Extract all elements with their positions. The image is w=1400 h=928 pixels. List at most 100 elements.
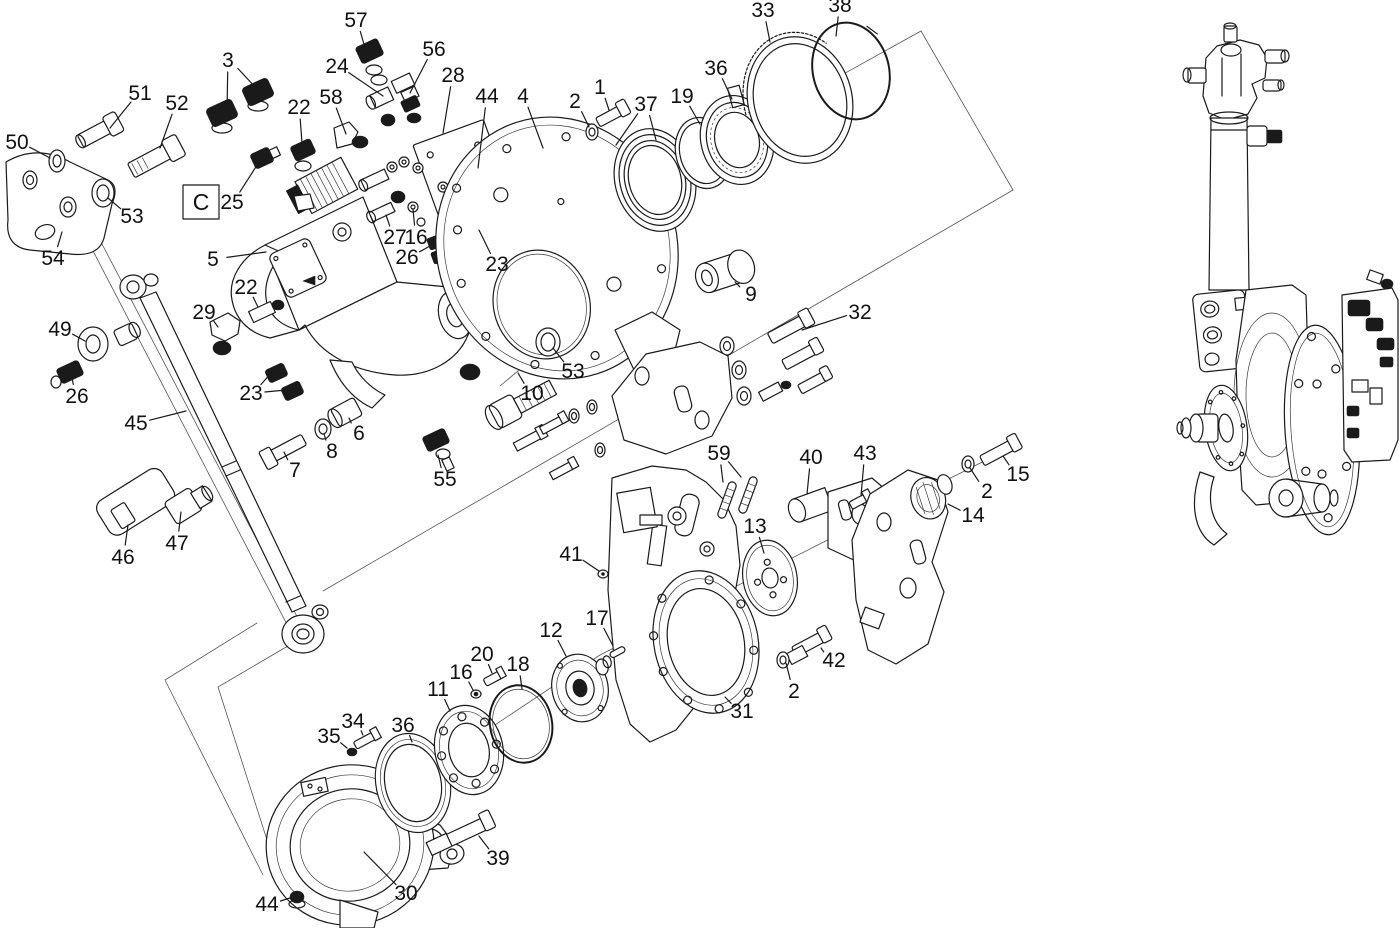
callout-label: 43 <box>853 442 876 465</box>
callout-label: 16 <box>449 661 472 684</box>
elbow-part29 <box>209 312 241 342</box>
callout-label: 40 <box>799 446 822 469</box>
hub-cap-part12 <box>551 653 612 723</box>
callout-label: 37 <box>634 93 657 116</box>
callout-label: 47 <box>165 532 188 555</box>
bolt-part15 <box>979 432 1023 466</box>
callout-label: 57 <box>344 9 367 32</box>
cylinder-body <box>1208 117 1250 291</box>
callout-leader <box>721 78 733 100</box>
socket-bolt-part10 <box>484 379 558 430</box>
coupling-part47 <box>164 485 214 525</box>
left-fittings <box>50 299 304 401</box>
support-bracket-upper <box>611 341 733 455</box>
hook-arm <box>1193 471 1228 546</box>
nut-part41 <box>597 569 609 579</box>
callout-leader <box>323 433 327 441</box>
bolt-part34 <box>353 726 382 750</box>
callout-label: 17 <box>585 607 608 630</box>
callout-label: 51 <box>128 82 151 105</box>
callout-leader <box>688 105 701 125</box>
callout-label: 55 <box>433 468 456 491</box>
callout-leader <box>124 524 129 546</box>
oval-flange <box>1283 324 1361 536</box>
bolt-part52 <box>127 134 186 178</box>
washer-part2b <box>961 455 975 473</box>
callout-leader <box>109 101 132 129</box>
callout-leader <box>478 835 490 850</box>
callout-leader <box>437 454 442 469</box>
callout-label: 8 <box>326 440 338 463</box>
callout-label: 2 <box>788 680 800 703</box>
callout-label: 25 <box>220 191 243 214</box>
section-box: C <box>182 184 220 220</box>
callout-leader <box>820 647 825 653</box>
bolt-part51 <box>75 111 125 149</box>
washer-part35 <box>346 747 358 757</box>
plug-part26b <box>56 360 84 384</box>
callout-label: 33 <box>751 0 774 22</box>
callout-label: 53 <box>120 205 143 228</box>
callout-leader <box>724 696 732 705</box>
callout-leader <box>359 30 366 49</box>
bushing-part49 <box>77 326 109 362</box>
callout-label: 50 <box>5 131 28 154</box>
callout-label: 5 <box>207 248 219 271</box>
sensor-part46 <box>96 467 176 536</box>
callout-label: 12 <box>539 619 562 642</box>
callout-label: 3 <box>222 49 234 72</box>
callout-leader <box>419 245 431 253</box>
callout-label: 9 <box>745 283 757 306</box>
callout-label: 23 <box>239 382 262 405</box>
callout-label: 11 <box>427 678 449 701</box>
callout-leader <box>860 464 865 497</box>
callout-leader <box>252 296 259 308</box>
callout-leader <box>720 464 724 483</box>
screw-part20 <box>483 665 507 687</box>
callout-leader <box>71 377 74 385</box>
callout-leader <box>299 118 303 144</box>
callout-leader <box>283 451 289 461</box>
callout-label: 42 <box>822 649 845 672</box>
callout-label: 10 <box>520 382 543 405</box>
callout-leader <box>557 639 567 657</box>
callout-label: 46 <box>111 546 134 569</box>
callout-leader <box>582 559 600 572</box>
callout-label: 22 <box>234 276 257 299</box>
callout-leader <box>801 315 848 331</box>
callout-leader <box>519 675 523 690</box>
callout-leader <box>835 16 839 37</box>
callout-label: 16 <box>404 226 427 249</box>
section-box-frame <box>182 184 220 220</box>
callout-leader <box>947 503 961 511</box>
callout-label: 27 <box>383 226 406 249</box>
callout-leader <box>237 67 257 89</box>
callout-leader <box>178 511 182 532</box>
callout-label: 36 <box>391 714 414 737</box>
callout-leader <box>149 410 187 421</box>
small-center-fasteners <box>512 399 606 481</box>
callout-leader <box>517 372 525 384</box>
callout-label: 1 <box>594 76 606 99</box>
callout-leader <box>758 536 765 554</box>
seal-ring-part36b <box>374 732 452 834</box>
callout-leader <box>477 107 486 169</box>
callout-leader <box>29 146 51 159</box>
callout-leader <box>468 681 474 691</box>
callout-label: 56 <box>422 38 445 61</box>
callout-leader <box>409 58 428 94</box>
snap-ring-part38 <box>811 21 891 121</box>
callout-label: 44 <box>255 893 279 916</box>
callout-label: 52 <box>165 92 188 115</box>
callout-leader <box>279 897 291 902</box>
plug-part44b <box>288 890 306 909</box>
callout-leader <box>478 229 491 254</box>
callout-leader <box>260 371 273 386</box>
callout-label: 53 <box>561 360 584 383</box>
callout-label: 26 <box>395 246 418 269</box>
bolt-part42 <box>785 624 833 666</box>
callout-leader <box>444 698 451 712</box>
bearing-part11 <box>433 704 505 796</box>
